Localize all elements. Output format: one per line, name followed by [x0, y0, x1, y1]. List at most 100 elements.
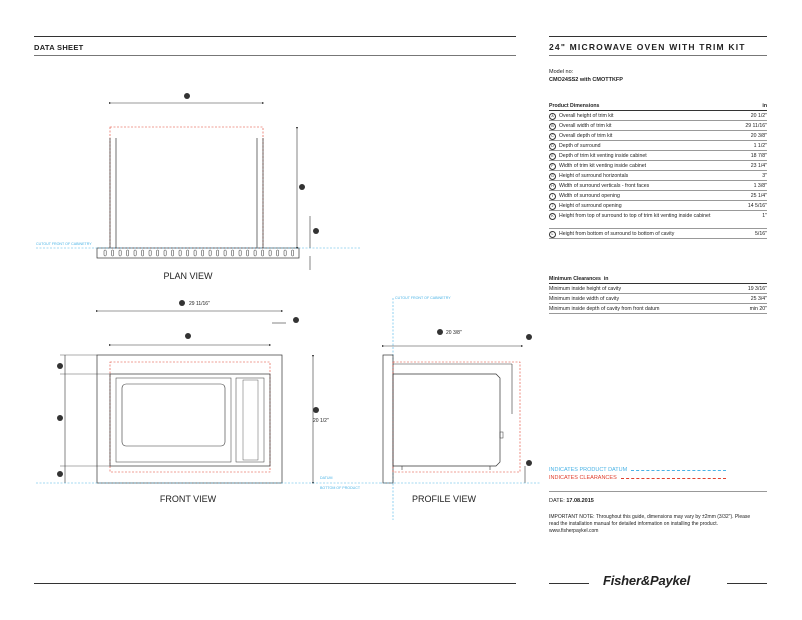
clearances-heading: Minimum Clearances: [549, 276, 601, 282]
dimensions-row-text: Width of surround verticals - front face…: [559, 183, 650, 189]
dim-key-badge: A: [549, 113, 556, 120]
dimensions-row-value: 20 3/8": [750, 133, 767, 139]
date-value: 17.08.2015: [566, 498, 594, 504]
dimensions-row-value: 23 1/4": [750, 163, 767, 169]
vent-slot: [246, 249, 249, 257]
dimensions-row-value: 14 5/16": [747, 203, 767, 209]
vent-slot: [261, 249, 264, 257]
vent-slot: [126, 249, 129, 257]
dim-key-badge: K: [549, 213, 556, 220]
dim-c-badge: [437, 329, 443, 335]
dim-f-badge: [184, 93, 190, 99]
dim-key-badge: C: [549, 133, 556, 140]
header-rule-left: [34, 36, 516, 37]
vent-slot: [118, 249, 122, 257]
dim-b-value: 29 11/16": [189, 301, 210, 307]
dimensions-row-value: 3": [762, 173, 767, 179]
clearances-row-label: Minimum inside width of cavity: [549, 296, 620, 302]
dim-key-badge: J: [549, 203, 556, 210]
product-title: 24" MICROWAVE OVEN WITH TRIM KIT: [549, 42, 746, 52]
header-rule-right: [549, 36, 767, 37]
vent-slot: [291, 249, 294, 257]
footer-rule-mid: [549, 583, 589, 584]
header-underline-left: [34, 55, 516, 56]
vent-slot: [178, 249, 182, 257]
date: DATE: 17.08.2015: [549, 498, 594, 504]
dimensions-row-text: Overall width of trim kit: [559, 123, 612, 129]
front-bottom-label: BOTTOM OF PRODUCT: [320, 486, 361, 490]
vent-slot: [103, 249, 107, 257]
dimensions-heading: Product Dimensions: [549, 103, 600, 109]
plan-clearance: [109, 126, 264, 249]
vent-slot: [111, 249, 114, 257]
dim-key-badge: G: [549, 173, 556, 180]
vent-slot: [253, 249, 257, 257]
vent-slot: [231, 249, 234, 257]
technical-drawings: CUTOUT FRONT OF CABINETRY PLAN VIEW 29 1…: [36, 93, 540, 520]
vent-slot: [141, 249, 144, 257]
vent-slot: [208, 249, 212, 257]
date-label: DATE:: [549, 498, 565, 504]
vent-slot: [193, 249, 197, 257]
vent-slot: [216, 249, 219, 257]
dimensions-row-text: Overall height of trim kit: [559, 113, 614, 119]
dimensions-row-text: Height from top of surround to top of tr…: [559, 213, 711, 219]
legend-clearances-label: INDICATES CLEARANCES: [549, 475, 617, 481]
vent-slot: [276, 249, 279, 257]
dimensions-row-value: 20 1/2": [750, 113, 767, 119]
front-view-label: FRONT VIEW: [160, 494, 217, 504]
dimensions-row-value: 5/16": [755, 231, 767, 237]
dimensions-row-text: Width of surround opening: [559, 193, 620, 199]
clearances-unit: in: [603, 276, 609, 282]
model-number: CMO24SS2 with CMOTTKFP: [549, 77, 623, 83]
profile-cutout-label: CUTOUT FRONT OF CABINETRY: [395, 296, 451, 300]
vent-slot: [133, 249, 137, 257]
footer-rule-left: [34, 583, 516, 584]
legend-clearances: INDICATES CLEARANCES: [549, 475, 726, 481]
dimensions-row-text: Depth of trim kit venting inside cabinet: [559, 153, 647, 159]
vent-slot: [186, 249, 189, 257]
clearances-row-label: Minimum inside height of cavity: [549, 286, 622, 292]
dimensions-row-value: 1 1/2": [753, 143, 767, 149]
dimensions-row-value: 1": [762, 213, 767, 219]
dimensions-row-value: 1 3/8": [753, 183, 767, 189]
model-label: Model no:: [549, 69, 574, 75]
dim-key-badge: L: [549, 231, 556, 238]
clearances-row-value: 19 3/16": [747, 286, 767, 292]
dimensions-row-text: Height from bottom of surround to bottom…: [559, 231, 675, 237]
plan-view-drawing: CUTOUT FRONT OF CABINETRY: [36, 93, 360, 270]
legend-product-datum-line: [631, 469, 727, 471]
vent-slot: [238, 249, 242, 257]
dimensions-table-header: Product Dimensions in: [549, 103, 767, 111]
dimensions-row-text: Depth of surround: [559, 143, 601, 149]
clearances-row: Minimum inside depth of cavity from fron…: [549, 304, 767, 314]
dim-key-badge: F: [549, 163, 556, 170]
dim-i-badge: [185, 333, 191, 339]
front-datum-label: DATUM: [320, 476, 333, 480]
clearances-row: Minimum inside height of cavity 19 3/16": [549, 284, 767, 294]
front-surround: [96, 354, 283, 484]
dim-key-badge: H: [549, 183, 556, 190]
dim-b-badge: [179, 300, 185, 306]
vent-slot: [148, 249, 152, 257]
dimensions-unit: in: [762, 103, 767, 109]
dimensions-row-value: 18 7/8": [750, 153, 767, 159]
document-title: DATA SHEET: [34, 43, 84, 52]
dim-k-badge: [526, 334, 532, 340]
plan-cutout-label: CUTOUT FRONT OF CABINETRY: [36, 242, 92, 246]
